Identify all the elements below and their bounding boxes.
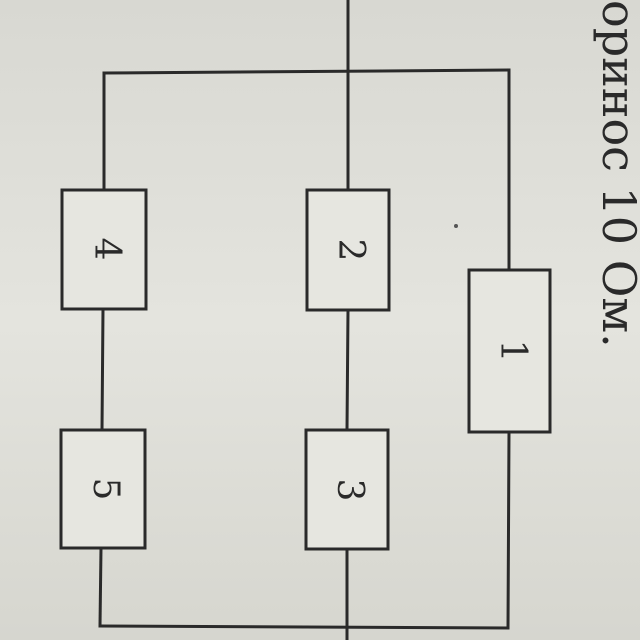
wire-bottom-rail [98, 624, 510, 630]
resistor-3-body [304, 428, 390, 551]
paper-speck [454, 224, 458, 228]
resistor-1: 1 [467, 268, 552, 434]
resistor-2-body [305, 188, 391, 312]
resistor-5: 5 [59, 428, 147, 550]
resistor-4: 4 [60, 188, 148, 311]
wire-mid-mid [345, 308, 350, 432]
wire-right-bottom [506, 430, 511, 630]
page-edge-text: оринос 10 Ом. [592, 0, 640, 348]
resistor-4-body [60, 188, 148, 311]
wire-left-bottom [98, 546, 103, 628]
resistor-5-label: 5 [85, 478, 126, 501]
resistor-4-label: 4 [86, 238, 127, 261]
resistor-2: 2 [305, 188, 391, 312]
resistor-2-label: 2 [330, 239, 371, 262]
resistor-3: 3 [304, 428, 390, 551]
wires [98, 0, 511, 640]
resistor-5-body [59, 428, 147, 550]
wire-top-rail [102, 68, 511, 75]
resistor-1-body [467, 268, 552, 434]
resistor-3-label: 3 [329, 479, 370, 502]
wire-left-mid [100, 307, 105, 432]
resistor-1-label: 1 [492, 340, 533, 363]
